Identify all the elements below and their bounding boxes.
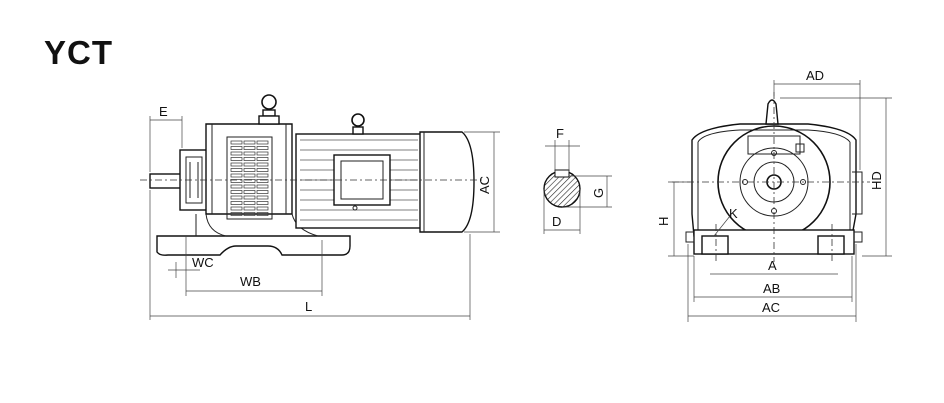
- dim-label-ad: AD: [806, 68, 824, 83]
- dim-label-ab: AB: [763, 281, 780, 296]
- top-eyebolt: [765, 99, 779, 125]
- shaft-section-view: F G D: [543, 126, 612, 234]
- dim-label-g: G: [591, 188, 606, 198]
- fan-cover: [419, 131, 475, 233]
- side-view: E AC: [140, 94, 500, 320]
- base-foot: [156, 235, 351, 256]
- dim-label-hd: HD: [869, 171, 884, 190]
- dim-label-h: H: [656, 217, 671, 226]
- front-view: AD HD H K A AB AC: [656, 68, 892, 322]
- dim-label-ac-front: AC: [762, 300, 780, 315]
- output-shaft: [149, 173, 183, 189]
- dim-label-f: F: [556, 126, 564, 141]
- dim-label-k: K: [729, 206, 738, 221]
- dim-label-a: A: [768, 258, 777, 273]
- dim-label-l: L: [305, 299, 312, 314]
- dim-label-e: E: [159, 104, 168, 119]
- front-housing: [691, 123, 857, 237]
- lifting-eyebolt: [261, 94, 277, 110]
- dim-label-wb: WB: [240, 274, 261, 289]
- page-title: YCT: [44, 34, 113, 71]
- dim-label-wc: WC: [192, 255, 214, 270]
- dim-label-d: D: [552, 214, 561, 229]
- grille-slots: [230, 140, 269, 216]
- vent-grille: [226, 136, 273, 220]
- dim-label-ac-side: AC: [477, 176, 492, 194]
- motor-eyebolt: [351, 113, 365, 127]
